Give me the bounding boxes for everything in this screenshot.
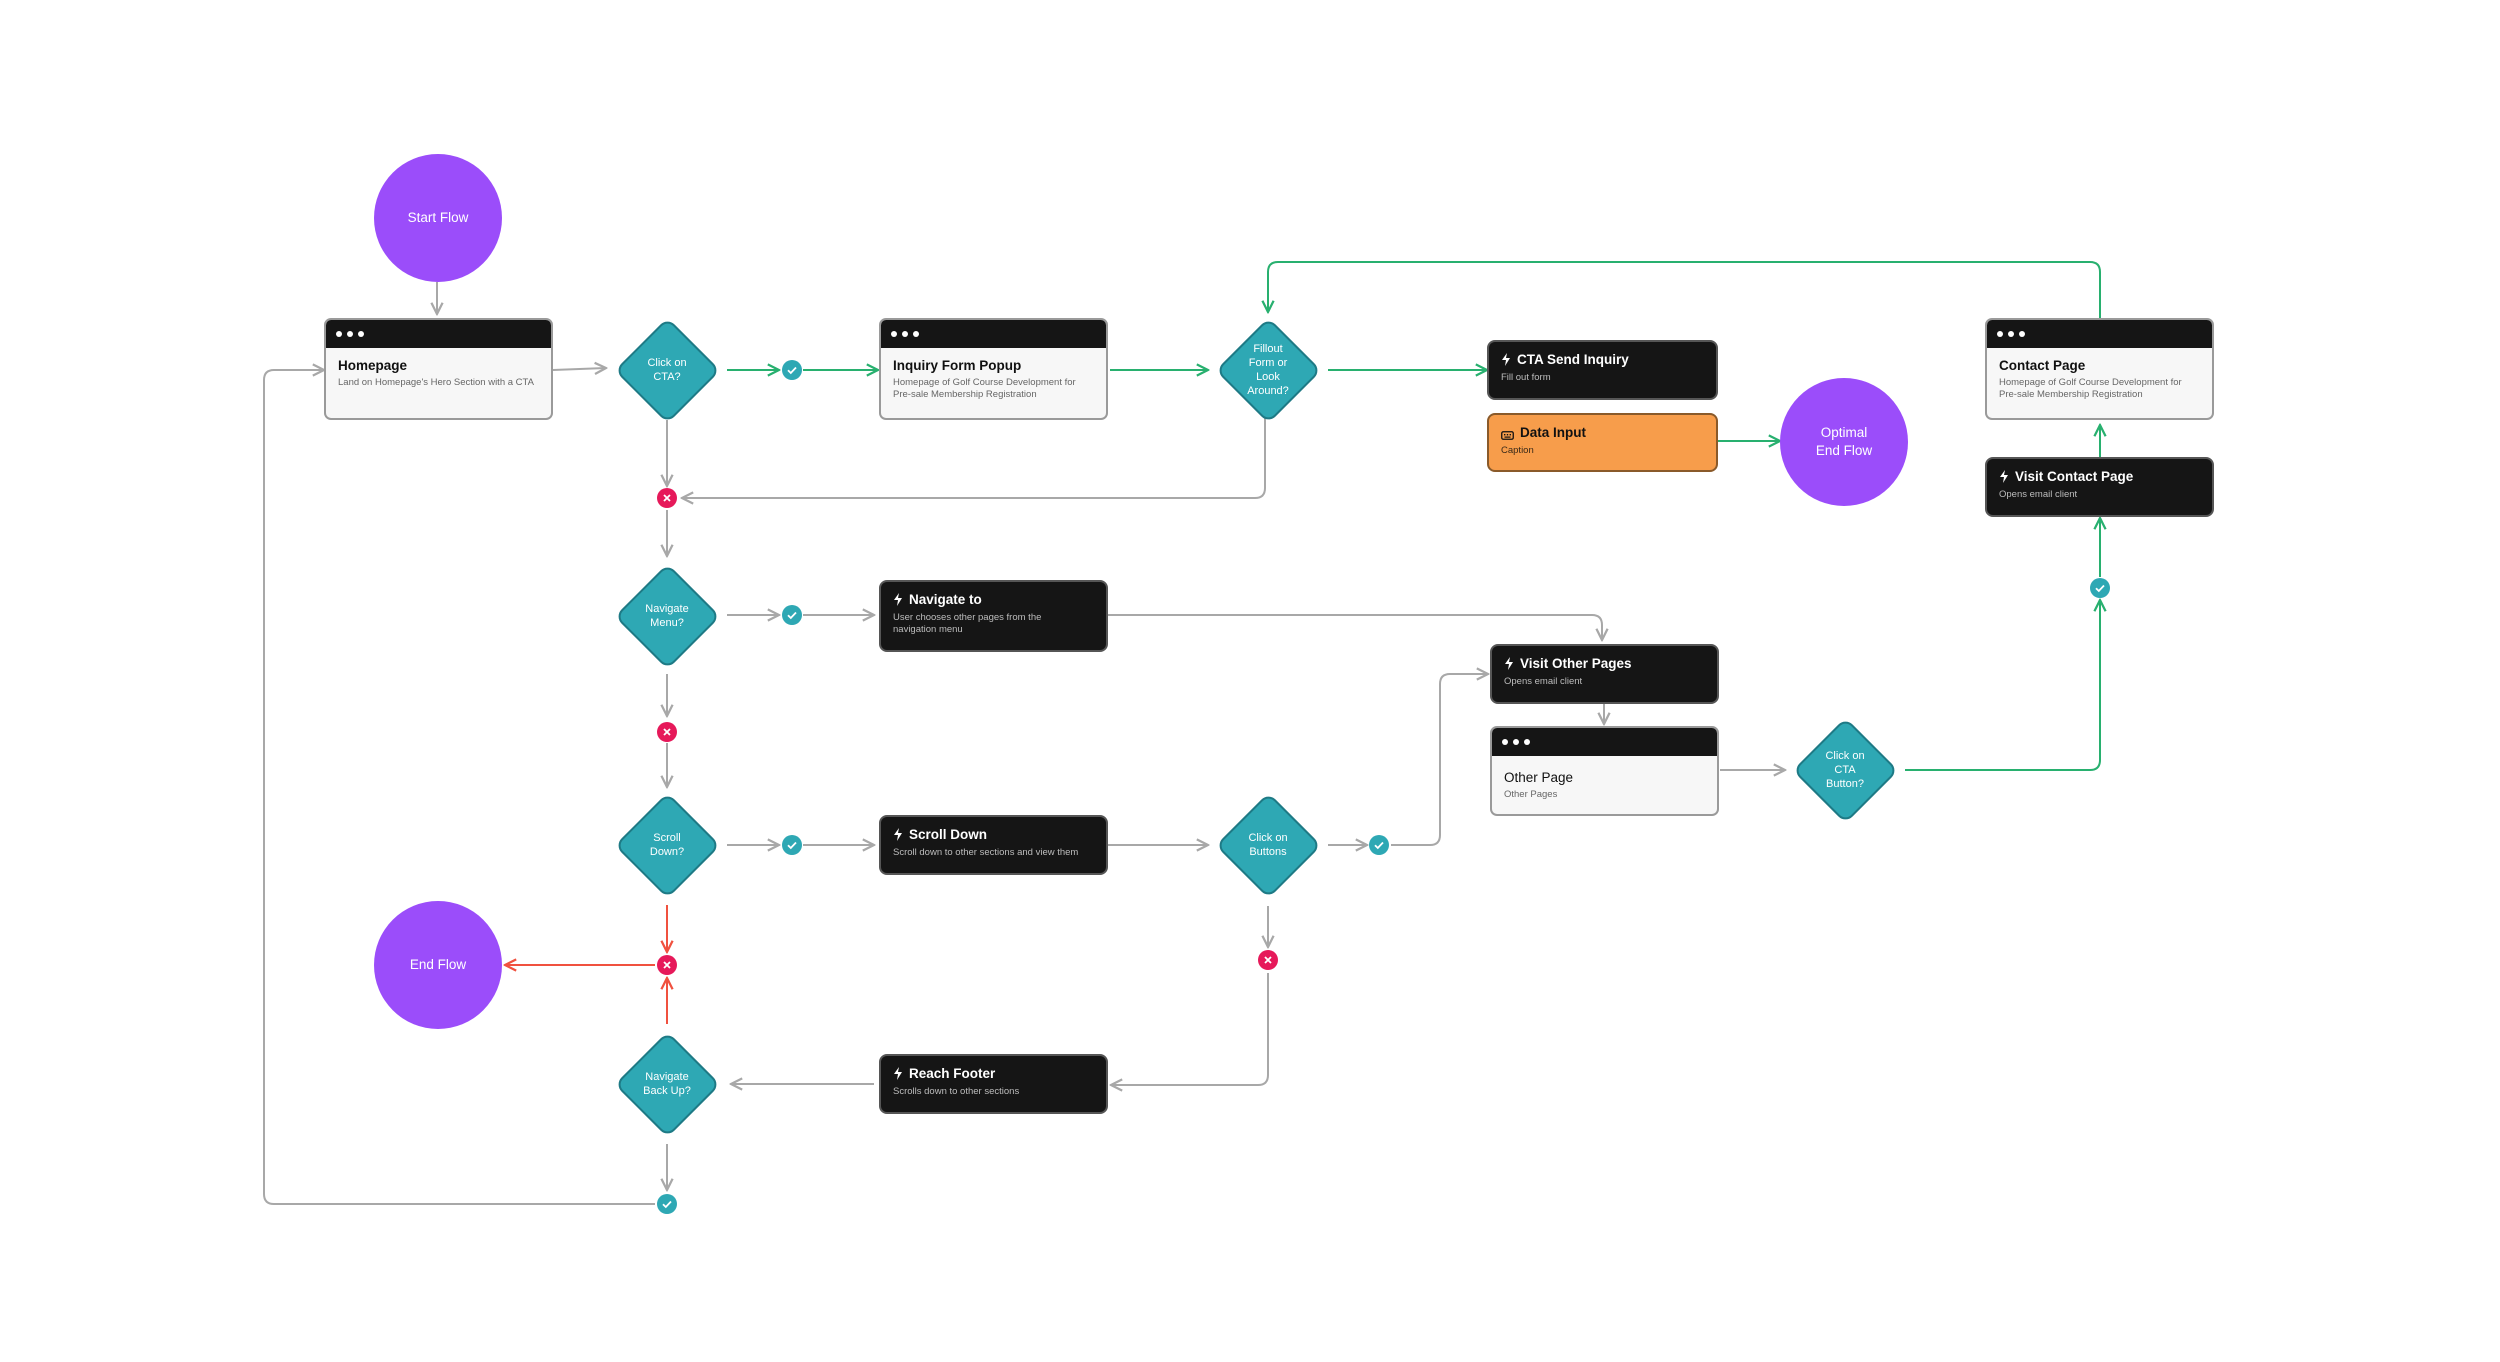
visit-contact-page-subtitle: Opens email client xyxy=(1999,489,2078,500)
decision-click-buttons[interactable]: Click on Buttons xyxy=(1215,792,1322,899)
visit-contact-page-title: Visit Contact Page xyxy=(2015,469,2134,484)
bolt-icon xyxy=(893,828,903,841)
wire-check-homepage xyxy=(263,370,655,1205)
check-badge xyxy=(782,605,802,625)
visit-contact-page-card[interactable]: Visit Contact Page Opens email client xyxy=(1985,457,2214,517)
check-icon xyxy=(1374,841,1384,850)
contact-page-subtitle: Homepage of Golf Course Development for … xyxy=(1999,377,2182,400)
reach-footer-title: Reach Footer xyxy=(909,1066,996,1081)
decision-click-buttons-label: Click on Buttons xyxy=(1248,832,1288,858)
navigate-to-subtitle: User chooses other pages from the naviga… xyxy=(893,612,1042,635)
cross-badge xyxy=(1258,950,1278,970)
wire-navigateto-visitother xyxy=(1107,614,1602,640)
cta-send-inquiry-title: CTA Send Inquiry xyxy=(1517,352,1629,367)
cross-badge xyxy=(657,955,677,975)
window-bar xyxy=(881,320,1106,348)
check-badge xyxy=(657,1194,677,1214)
other-page-card[interactable]: Other Page Other Pages xyxy=(1490,726,1719,816)
contact-page-card[interactable]: Contact Page Homepage of Golf Course Dev… xyxy=(1985,318,2214,420)
scroll-down-card[interactable]: Scroll Down Scroll down to other section… xyxy=(879,815,1108,875)
cta-send-inquiry-card[interactable]: CTA Send Inquiry Fill out form xyxy=(1487,340,1718,400)
decision-fillout-form-label: Fillout Form or Look Around? xyxy=(1247,343,1289,397)
check-icon xyxy=(2095,584,2105,593)
wire-fillout-cross xyxy=(682,418,1266,498)
bolt-icon xyxy=(893,1067,903,1080)
homepage-card[interactable]: Homepage Land on Homepage's Hero Section… xyxy=(324,318,553,420)
reach-footer-card[interactable]: Reach Footer Scrolls down to other secti… xyxy=(879,1054,1108,1114)
decision-fillout-form[interactable]: Fillout Form or Look Around? xyxy=(1215,317,1322,424)
end-flow-node[interactable]: End Flow xyxy=(374,901,502,1029)
homepage-title: Homepage xyxy=(338,358,408,373)
data-input-subtitle: Caption xyxy=(1501,445,1534,456)
window-bar xyxy=(1492,728,1717,756)
decision-scroll-down[interactable]: Scroll Down? xyxy=(614,792,721,899)
decision-navigate-back-up[interactable]: Navigate Back Up? xyxy=(614,1031,721,1138)
decision-scroll-down-label: Scroll Down? xyxy=(649,832,685,858)
other-page-subtitle: Other Pages xyxy=(1504,789,1558,800)
keyboard-icon xyxy=(1501,428,1514,440)
navigate-to-card[interactable]: Navigate to User chooses other pages fro… xyxy=(879,580,1108,652)
wire-homepage-clickcta xyxy=(552,368,606,370)
cross-badge xyxy=(657,722,677,742)
inquiry-form-subtitle: Homepage of Golf Course Development for … xyxy=(893,377,1076,400)
data-input-title: Data Input xyxy=(1520,425,1586,440)
inquiry-form-card[interactable]: Inquiry Form Popup Homepage of Golf Cour… xyxy=(879,318,1108,420)
start-flow-label: Start Flow xyxy=(407,210,469,225)
check-badge xyxy=(2090,578,2110,598)
wire-ctabutton-check xyxy=(1905,600,2100,771)
decision-navigate-menu-label: Navigate Menu? xyxy=(645,603,689,629)
scroll-down-title: Scroll Down xyxy=(909,827,988,842)
end-flow-label: End Flow xyxy=(409,957,467,972)
check-badge xyxy=(782,835,802,855)
check-icon xyxy=(787,611,797,620)
window-bar xyxy=(1987,320,2212,348)
check-icon xyxy=(787,366,797,375)
check-badge xyxy=(782,360,802,380)
other-page-title: Other Page xyxy=(1504,770,1574,785)
bolt-icon xyxy=(893,593,903,606)
decision-navigate-back-up-label: Navigate Back Up? xyxy=(643,1071,691,1097)
decision-navigate-menu[interactable]: Navigate Menu? xyxy=(614,563,721,670)
cross-badge xyxy=(657,488,677,508)
navigate-to-title: Navigate to xyxy=(909,592,982,607)
close-icon xyxy=(1264,956,1272,964)
decision-click-cta-button-label: Click on CTA Button? xyxy=(1825,750,1865,790)
close-icon xyxy=(663,728,671,736)
window-bar xyxy=(326,320,551,348)
visit-other-pages-subtitle: Opens email client xyxy=(1504,676,1583,687)
wire-check-visitother xyxy=(1391,674,1488,846)
close-icon xyxy=(663,961,671,969)
close-icon xyxy=(663,494,671,502)
optimal-end-flow-label: Optimal End Flow xyxy=(1815,425,1873,458)
decision-click-cta[interactable]: Click on CTA? xyxy=(614,317,721,424)
inquiry-form-title: Inquiry Form Popup xyxy=(893,358,1022,373)
decision-click-cta-label: Click on CTA? xyxy=(647,357,687,383)
bolt-icon xyxy=(1501,353,1511,366)
bolt-icon xyxy=(1999,470,2009,483)
scroll-down-subtitle: Scroll down to other sections and view t… xyxy=(893,847,1079,858)
visit-other-pages-card[interactable]: Visit Other Pages Opens email client xyxy=(1490,644,1719,704)
check-icon xyxy=(787,841,797,850)
decision-click-cta-button[interactable]: Click on CTA Button? xyxy=(1792,717,1899,824)
optimal-end-flow-node[interactable]: Optimal End Flow xyxy=(1780,378,1908,506)
check-icon xyxy=(662,1200,672,1209)
visit-other-pages-title: Visit Other Pages xyxy=(1520,656,1632,671)
bolt-icon xyxy=(1504,657,1514,670)
data-input-card[interactable]: Data Input Caption xyxy=(1487,413,1718,472)
contact-page-title: Contact Page xyxy=(1999,358,2086,373)
wire-contactpage-fillout xyxy=(1268,261,2101,318)
homepage-subtitle: Land on Homepage's Hero Section with a C… xyxy=(338,377,534,388)
cta-send-inquiry-subtitle: Fill out form xyxy=(1501,372,1551,383)
start-flow-node[interactable]: Start Flow xyxy=(374,154,502,282)
wire-cross-reachfooter xyxy=(1111,973,1269,1085)
check-badge xyxy=(1369,835,1389,855)
reach-footer-subtitle: Scrolls down to other sections xyxy=(893,1086,1020,1097)
